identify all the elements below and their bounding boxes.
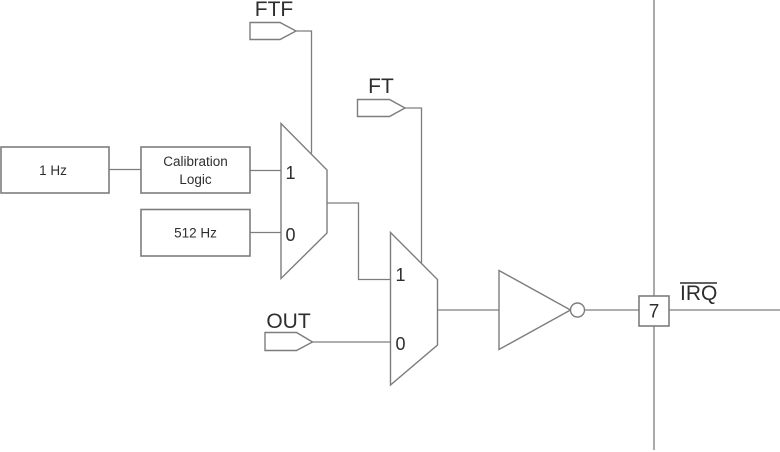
mux1-input1-label: 1 <box>285 163 295 183</box>
ftf-flag-connector <box>249 21 298 41</box>
block-calibration-logic <box>140 146 251 194</box>
block-1hz-label: 1 Hz <box>39 163 67 178</box>
block-calibration-label-line2: Logic <box>179 172 212 187</box>
ft-select-wire <box>405 107 423 264</box>
ft-signal-label: FT <box>368 75 394 98</box>
out-signal-label: OUT <box>266 310 311 333</box>
inverter-bubble <box>569 302 586 318</box>
ftf-select-wire <box>296 30 313 154</box>
irq-signal-label: IRQ <box>680 282 717 305</box>
irq-pin-box <box>638 295 670 327</box>
block-512hz <box>140 208 251 257</box>
mux1-body <box>280 121 328 281</box>
wire-mux1-to-mux2 <box>327 202 391 281</box>
block-calibration-label-line1: Calibration <box>163 154 228 169</box>
mux1-input0-label: 0 <box>285 225 295 245</box>
out-flag-connector <box>264 331 314 352</box>
irq-pin-number: 7 <box>649 302 660 323</box>
ftf-signal-label: FTF <box>255 0 293 21</box>
mux2-input1-label: 1 <box>395 265 405 285</box>
mux2-input0-label: 0 <box>395 334 405 354</box>
inverter-triangle <box>498 269 572 351</box>
mux2-body <box>389 230 439 387</box>
block-512hz-label: 512 Hz <box>174 226 217 241</box>
ft-flag-connector <box>356 98 407 118</box>
